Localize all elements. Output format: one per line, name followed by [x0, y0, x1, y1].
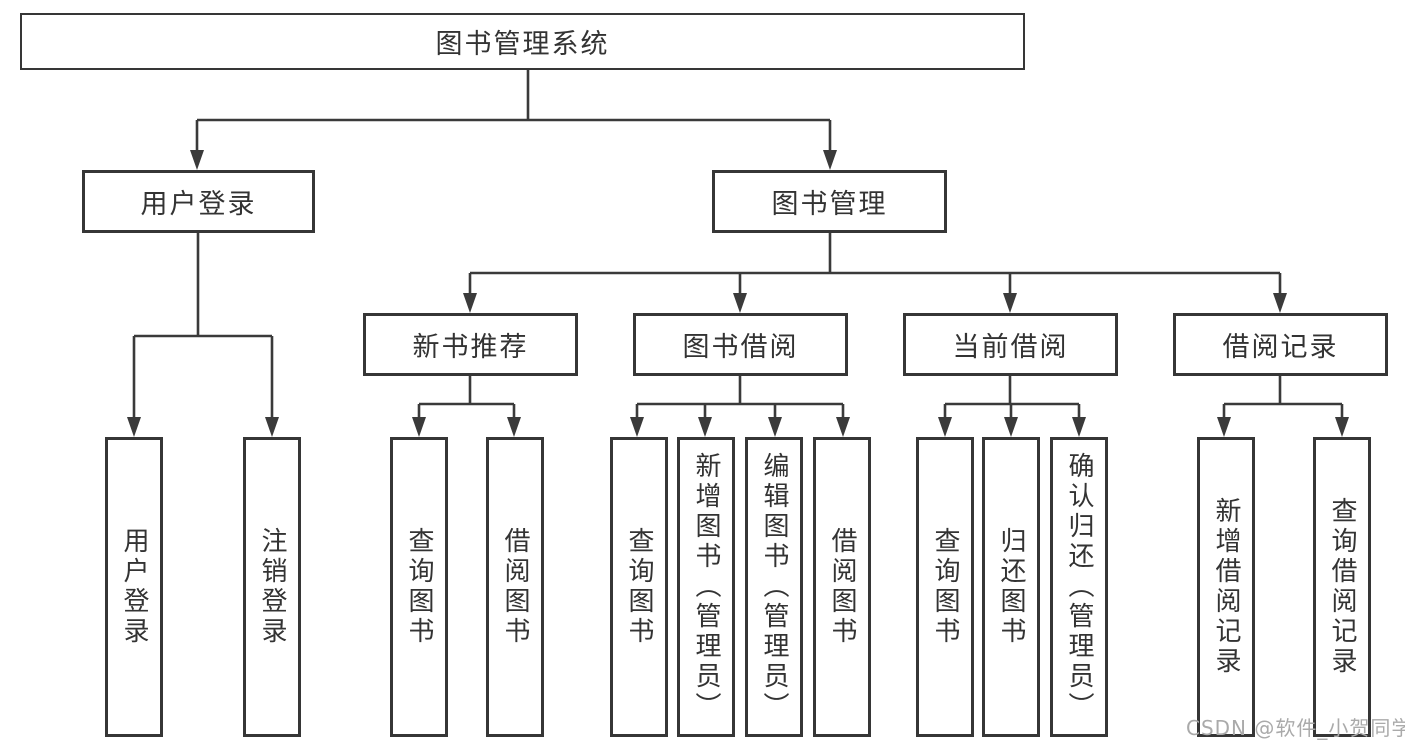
arrowhead-icons: [127, 150, 1349, 437]
leaf-label: 注销登录: [257, 527, 287, 647]
csdn-watermark: CSDN @软件_小贺同学: [1186, 716, 1405, 740]
node-book-borrow: 图书借阅: [633, 313, 848, 376]
leaf-borrow-books-recommend: 借阅图书: [486, 437, 544, 737]
node-label: 当前借阅: [952, 332, 1069, 363]
leaf-label: 确认归还（管理员）: [1064, 452, 1094, 722]
leaf-confirm-return-admin: 确认归还（管理员）: [1050, 437, 1108, 737]
node-label: 用户登录: [140, 189, 257, 220]
node-label: 新书推荐: [412, 332, 529, 363]
leaf-label: 查询借阅记录: [1327, 497, 1357, 677]
leaf-label: 编辑图书（管理员）: [759, 452, 789, 722]
node-label: 图书借阅: [682, 332, 799, 363]
leaf-label: 新增借阅记录: [1211, 497, 1241, 677]
leaf-label: 查询图书: [404, 527, 434, 647]
node-label: 图书管理系统: [435, 29, 610, 60]
leaf-query-books-current: 查询图书: [916, 437, 974, 737]
leaf-edit-book-admin: 编辑图书（管理员）: [745, 437, 803, 737]
leaf-query-borrow-record: 查询借阅记录: [1313, 437, 1371, 737]
leaf-add-borrow-record: 新增借阅记录: [1197, 437, 1255, 737]
node-book-management: 图书管理: [712, 170, 947, 233]
node-borrow-records: 借阅记录: [1173, 313, 1388, 376]
node-label: 图书管理: [771, 189, 888, 220]
leaf-label: 查询图书: [930, 527, 960, 647]
node-current-borrow: 当前借阅: [903, 313, 1118, 376]
leaf-label: 借阅图书: [827, 527, 857, 647]
leaf-query-books-recommend: 查询图书: [390, 437, 448, 737]
leaf-label: 归还图书: [996, 527, 1026, 647]
node-label: 借阅记录: [1222, 332, 1339, 363]
leaf-user-login: 用户登录: [105, 437, 163, 737]
leaf-label: 查询图书: [624, 527, 654, 647]
connector-edges: [132, 70, 1344, 419]
leaf-label: 借阅图书: [500, 527, 530, 647]
node-library-management-system: 图书管理系统: [20, 13, 1025, 70]
leaf-label: 用户登录: [119, 527, 149, 647]
leaf-return-book: 归还图书: [982, 437, 1040, 737]
leaf-query-books-borrow: 查询图书: [610, 437, 668, 737]
node-new-book-recommend: 新书推荐: [363, 313, 578, 376]
leaf-borrow-books-borrow: 借阅图书: [813, 437, 871, 737]
leaf-logout: 注销登录: [243, 437, 301, 737]
leaf-label: 新增图书（管理员）: [691, 452, 721, 722]
node-user-login: 用户登录: [82, 170, 315, 233]
leaf-add-book-admin: 新增图书（管理员）: [677, 437, 735, 737]
